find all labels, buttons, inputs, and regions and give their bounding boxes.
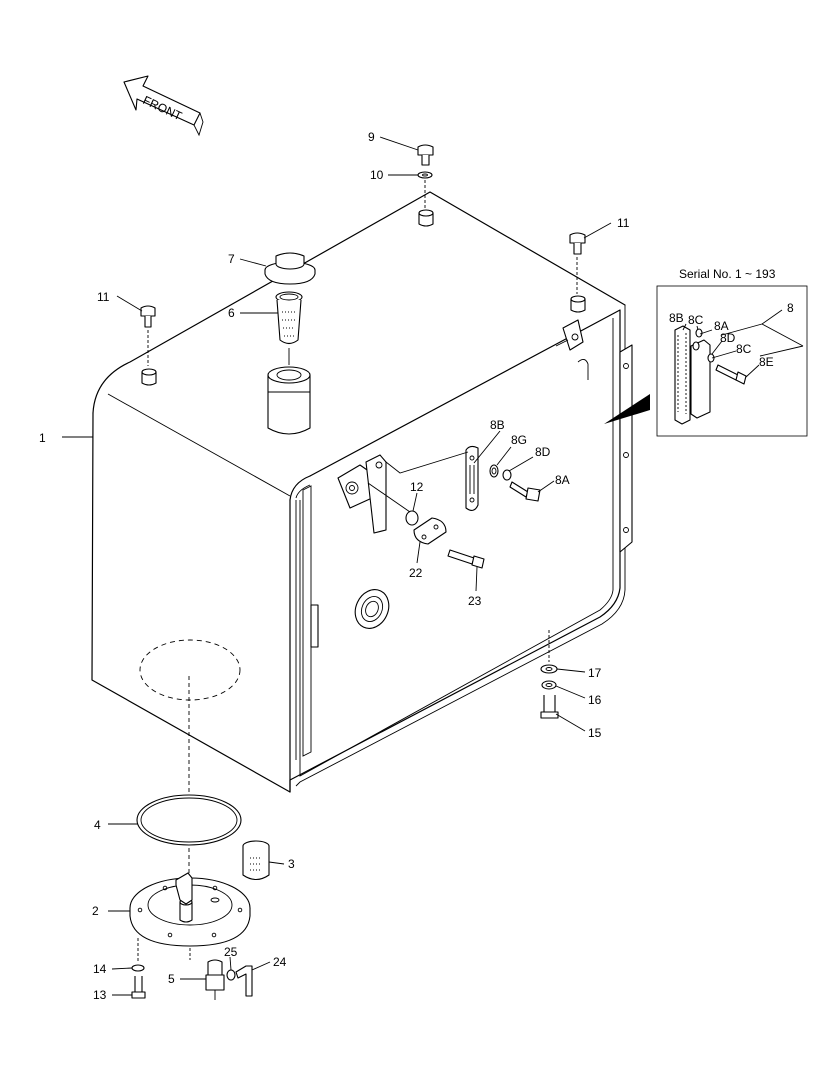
- filler-neck: [267, 366, 311, 435]
- callout-13: 13: [93, 988, 107, 1002]
- fitting-part-5: [205, 959, 225, 1000]
- bolt-part-11-right: [569, 232, 586, 294]
- tank-side-face: [289, 309, 621, 793]
- washer-part-17: [540, 664, 558, 674]
- callout-12: 12: [410, 480, 424, 494]
- callout-8A: 8A: [555, 473, 570, 487]
- callout-10: 10: [370, 168, 384, 182]
- callout-9: 9: [368, 130, 375, 144]
- oring-part-4: [136, 794, 242, 846]
- callout-4: 4: [94, 818, 101, 832]
- hydraulic-tank: [91, 191, 633, 793]
- callout-25: 25: [224, 945, 238, 959]
- washer-part-16: [541, 680, 557, 690]
- strainer-part-6: [275, 291, 303, 345]
- callout-17: 17: [588, 666, 602, 680]
- filler-cap-part-7: [264, 252, 316, 285]
- callout-leaders: [62, 136, 783, 996]
- bolt-part-15: [540, 695, 559, 719]
- callout-8B: 8B: [490, 418, 505, 432]
- flange-part-22: [413, 517, 447, 545]
- washer-part-14: [131, 964, 145, 972]
- callout-1: 1: [39, 431, 46, 445]
- callout-3: 3: [288, 857, 295, 871]
- callout-labels: 1 9 10 11 11 7 6 8B 8G 8D 8A 12 22 23 17…: [39, 130, 794, 1002]
- callout-2: 2: [92, 904, 99, 918]
- inset-title: Serial No. 1 ~ 193: [679, 267, 776, 281]
- washer-part-10: [417, 171, 433, 208]
- callout-22: 22: [409, 566, 423, 580]
- boss-top-left: [141, 368, 157, 386]
- cover-plate-part-2: [129, 872, 251, 947]
- bottom-opening: [139, 639, 241, 701]
- callout-14: 14: [93, 962, 107, 976]
- inset-pointer: [604, 394, 650, 424]
- level-gauge-part-8B: [465, 445, 479, 511]
- callout-16: 16: [588, 693, 602, 707]
- pipe-part-24: [235, 965, 253, 997]
- bolt-part-11-left: [140, 305, 156, 366]
- callout-11-left: 11: [97, 290, 110, 304]
- callout-15: 15: [588, 726, 602, 740]
- inset-callout-8E: 8E: [759, 355, 774, 369]
- callout-11-right: 11: [617, 216, 630, 230]
- front-arrow: FRONT: [123, 75, 204, 137]
- bolt-part-13: [131, 976, 146, 999]
- inset-callout-8B: 8B: [669, 311, 684, 325]
- callout-8: 8: [787, 301, 794, 315]
- washer-part-8G: [489, 464, 499, 478]
- oring-part-8D: [502, 469, 512, 481]
- strainer-part-3: [242, 840, 270, 881]
- boss-top-right: [570, 295, 586, 313]
- inset-callout-8D: 8D: [720, 331, 736, 345]
- inset-callout-8A: 8A: [714, 319, 729, 333]
- boss-top-center: [418, 209, 434, 227]
- tank-top-face: [92, 191, 626, 414]
- inset-callout-8C-lower: 8C: [736, 342, 752, 356]
- inset-serial-variant: Serial No. 1 ~ 193: [656, 267, 808, 437]
- oring-part-25: [226, 969, 236, 981]
- callout-7: 7: [228, 252, 235, 266]
- inset-callout-8C-upper: 8C: [688, 313, 704, 327]
- callout-8D: 8D: [535, 445, 551, 459]
- bolt-part-9: [417, 144, 434, 166]
- oring-part-12: [405, 510, 419, 526]
- bolt-part-8A: [509, 481, 541, 502]
- callout-5: 5: [168, 972, 175, 986]
- tank-front-face: [91, 412, 291, 793]
- bolt-part-23: [447, 549, 485, 569]
- callout-6: 6: [228, 306, 235, 320]
- callout-23: 23: [468, 594, 482, 608]
- callout-24: 24: [273, 955, 287, 969]
- callout-8G: 8G: [511, 433, 527, 447]
